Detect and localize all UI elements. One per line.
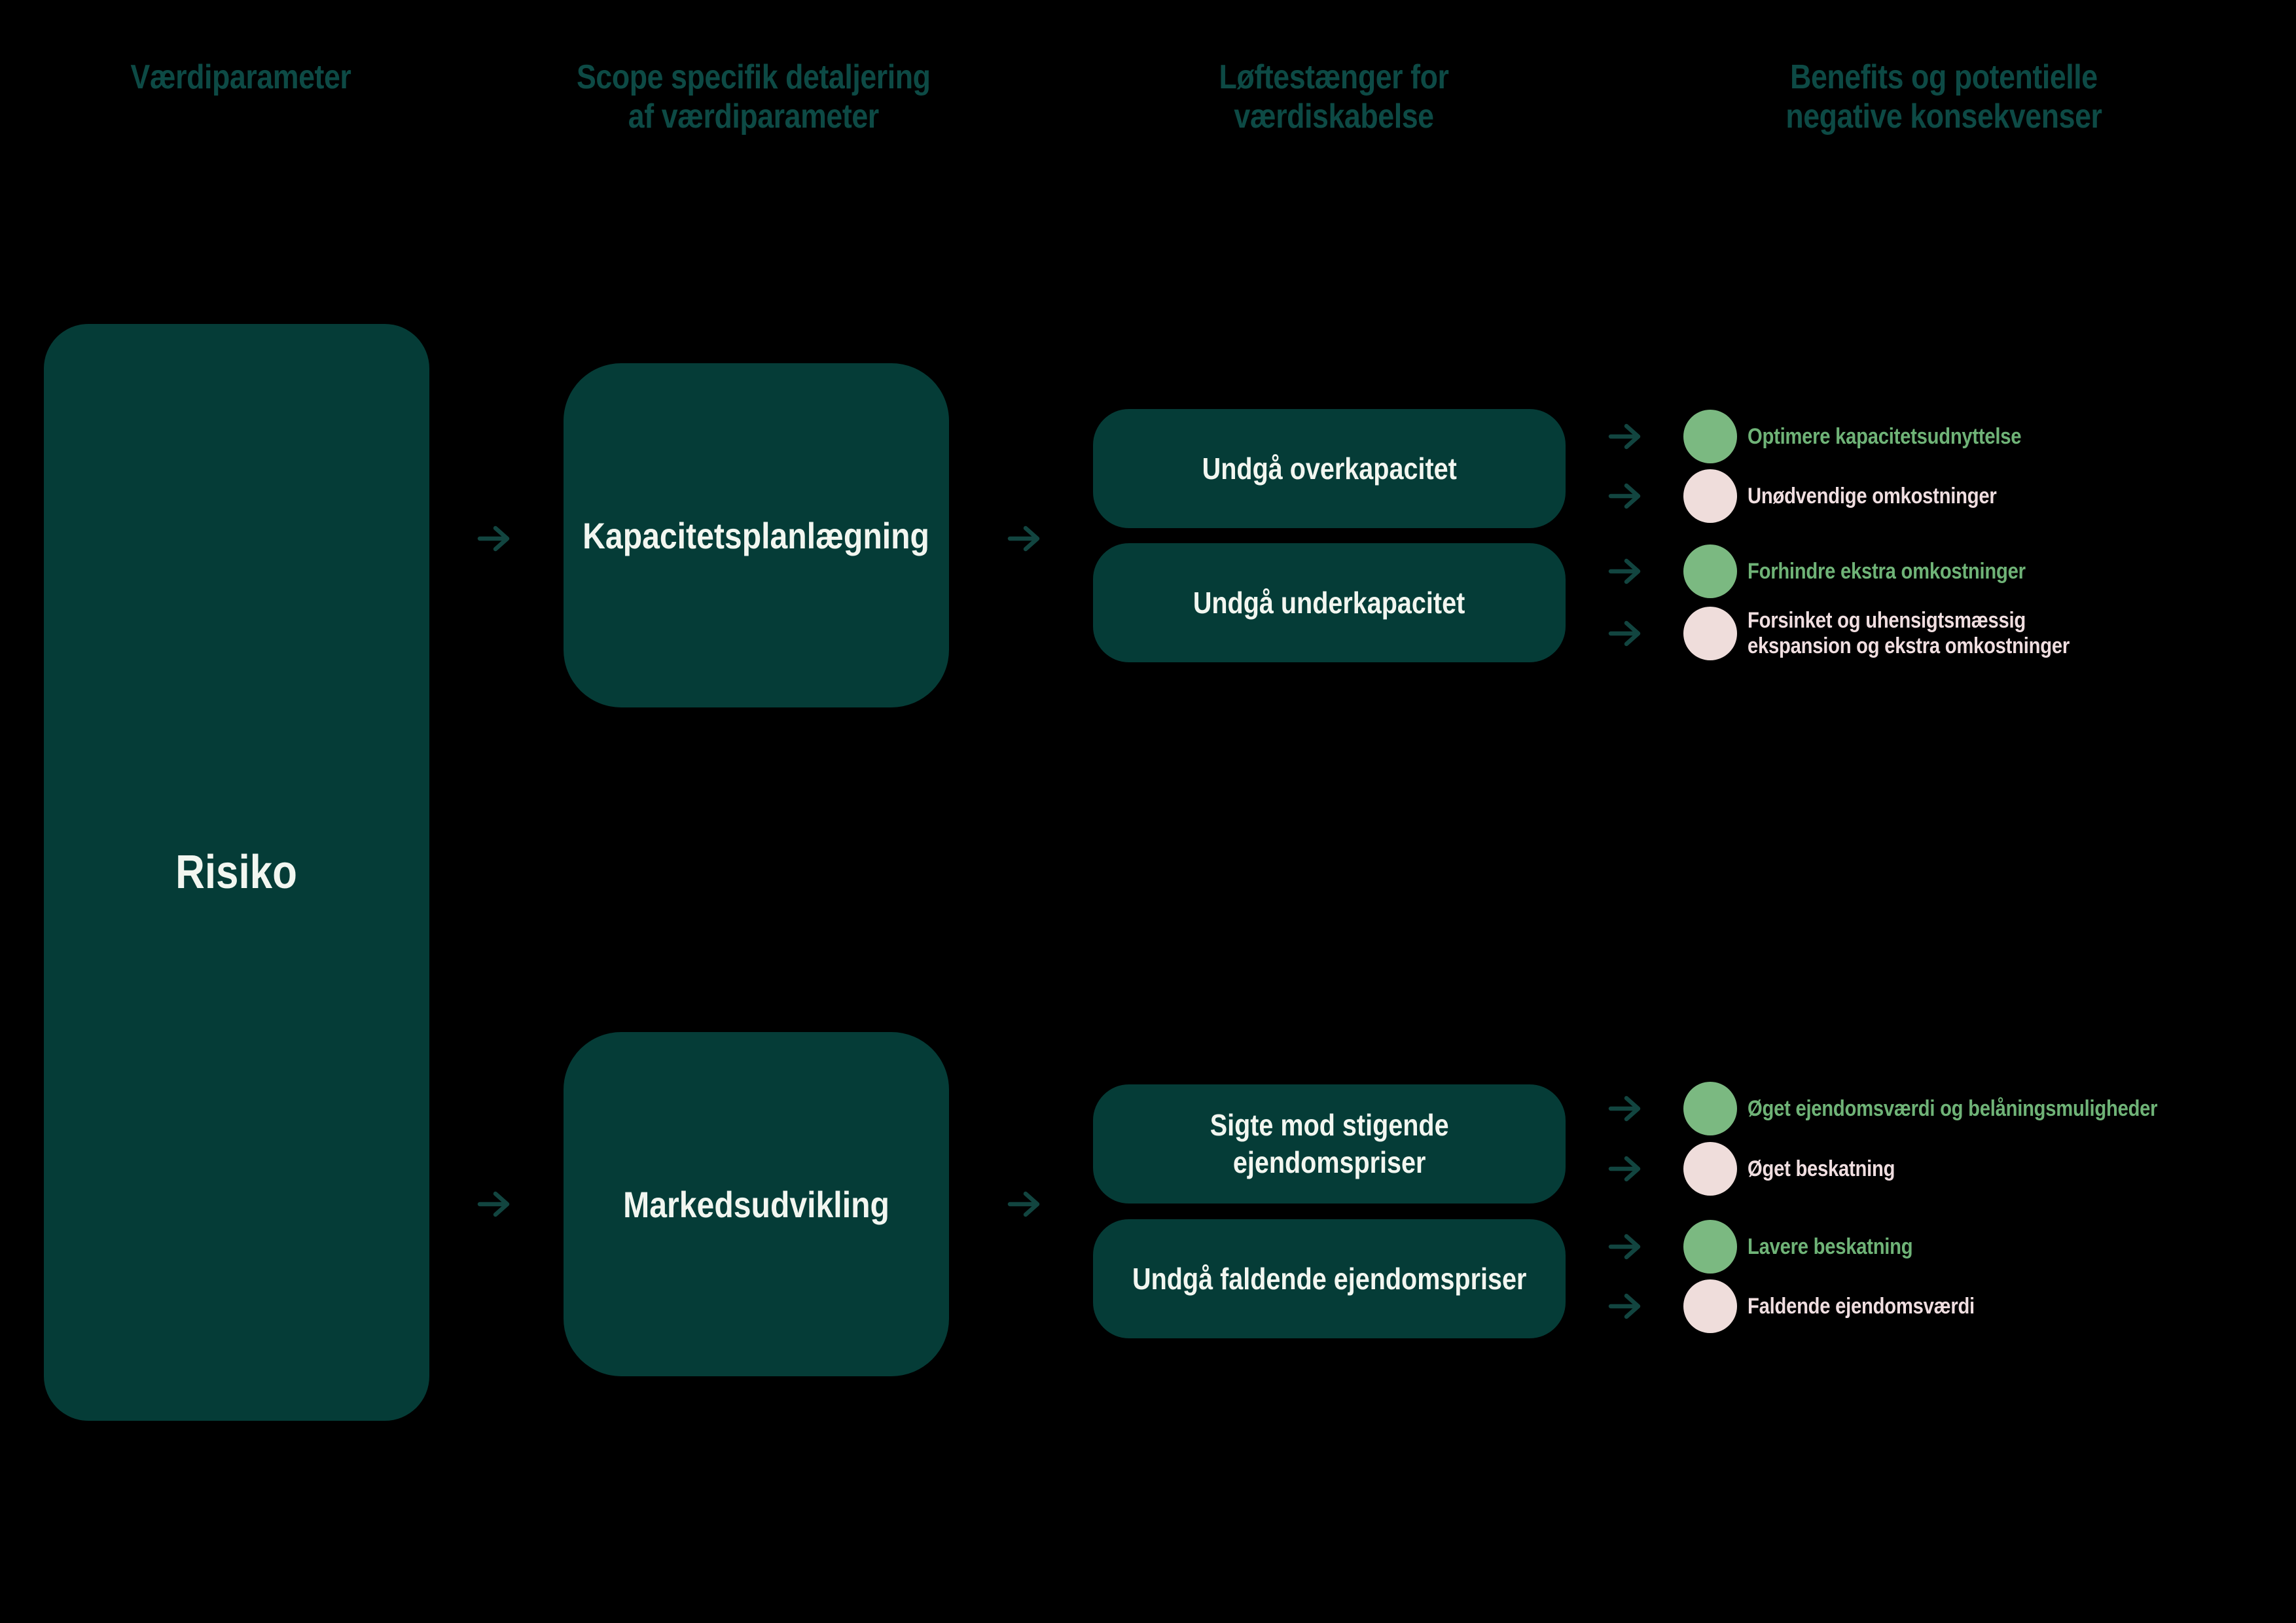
benefit-row: Optimere kapacitetsudnyttelse	[1601, 409, 2292, 464]
scope-box-market-development: Markedsudvikling	[564, 1032, 949, 1376]
right-arrow-icon	[1608, 483, 1641, 509]
lever-label: Sigte mod stigende ejendomspriser	[1210, 1108, 1449, 1179]
right-arrow-icon	[1608, 1096, 1641, 1122]
flow-arrow-risiko-to-capacity	[477, 526, 510, 552]
benefit-row: Lavere beskatning	[1601, 1219, 2292, 1274]
right-arrow-icon	[1608, 423, 1641, 450]
benefit-row: Øget ejendomsværdi og belåningsmulighede…	[1601, 1081, 2292, 1136]
lever-box-avoid-falling-property-prices: Undgå faldende ejendomspriser	[1093, 1219, 1566, 1338]
scope-box-capacity-planning: Kapacitetsplanlægning	[564, 363, 949, 707]
flow-arrow-risiko-to-market	[477, 1191, 510, 1217]
scope-box-label: Markedsudvikling	[623, 1183, 889, 1225]
value-parameter-box-risiko: Risiko	[44, 324, 429, 1421]
right-arrow-icon	[1608, 1156, 1641, 1182]
benefit-row: Forsinket og uhensigtsmæssig ekspansion …	[1601, 606, 2292, 661]
benefit-row: Øget beskatning	[1601, 1141, 2292, 1196]
column-header-levers: Løftestænger for værdiskabelse	[1219, 58, 1449, 135]
positive-benefit-dot	[1683, 1082, 1737, 1135]
lever-box-avoid-overcapacity: Undgå overkapacitet	[1093, 409, 1566, 528]
flow-arrow-capacity-to-levers	[1007, 526, 1040, 552]
benefit-label: Faldende ejendomsværdi	[1748, 1293, 1975, 1319]
positive-benefit-dot	[1683, 410, 1737, 463]
right-arrow-icon	[1608, 620, 1641, 647]
scope-box-label: Kapacitetsplanlægning	[583, 514, 930, 556]
negative-consequence-dot	[1683, 1142, 1737, 1196]
right-arrow-icon	[1608, 558, 1641, 584]
benefit-label: Lavere beskatning	[1748, 1234, 1913, 1259]
positive-benefit-dot	[1683, 1220, 1737, 1274]
benefit-row: Unødvendige omkostninger	[1601, 469, 2292, 524]
flow-arrow-market-to-levers	[1007, 1191, 1040, 1217]
benefit-label: Øget beskatning	[1748, 1156, 1895, 1181]
column-header-benefits: Benefits og potentielle negative konsekv…	[1785, 58, 2102, 135]
positive-benefit-dot	[1683, 544, 1737, 598]
benefit-label: Øget ejendomsværdi og belåningsmulighede…	[1748, 1096, 2158, 1121]
benefit-label: Optimere kapacitetsudnyttelse	[1748, 423, 2022, 449]
negative-consequence-dot	[1683, 469, 1737, 523]
benefit-label: Forhindre ekstra omkostninger	[1748, 558, 2026, 584]
negative-consequence-dot	[1683, 607, 1737, 660]
benefit-label: Forsinket og uhensigtsmæssig ekspansion …	[1748, 608, 2070, 658]
benefit-row: Forhindre ekstra omkostninger	[1601, 544, 2292, 599]
benefit-row: Faldende ejendomsværdi	[1601, 1279, 2292, 1334]
lever-label: Undgå overkapacitet	[1202, 451, 1457, 486]
lever-box-avoid-undercapacity: Undgå underkapacitet	[1093, 543, 1566, 662]
right-arrow-icon	[1608, 1293, 1641, 1319]
negative-consequence-dot	[1683, 1279, 1737, 1333]
lever-box-aim-rising-property-prices: Sigte mod stigende ejendomspriser	[1093, 1084, 1566, 1204]
right-arrow-icon	[1608, 1234, 1641, 1260]
lever-label: Undgå faldende ejendomspriser	[1132, 1261, 1527, 1296]
column-header-value-parameter: Værdiparameter	[130, 58, 351, 96]
column-header-scope-detail: Scope specifik detaljering af værdiparam…	[576, 58, 931, 135]
benefit-label: Unødvendige omkostninger	[1748, 483, 1997, 508]
value-parameter-label: Risiko	[175, 846, 298, 899]
lever-label: Undgå underkapacitet	[1193, 585, 1465, 620]
